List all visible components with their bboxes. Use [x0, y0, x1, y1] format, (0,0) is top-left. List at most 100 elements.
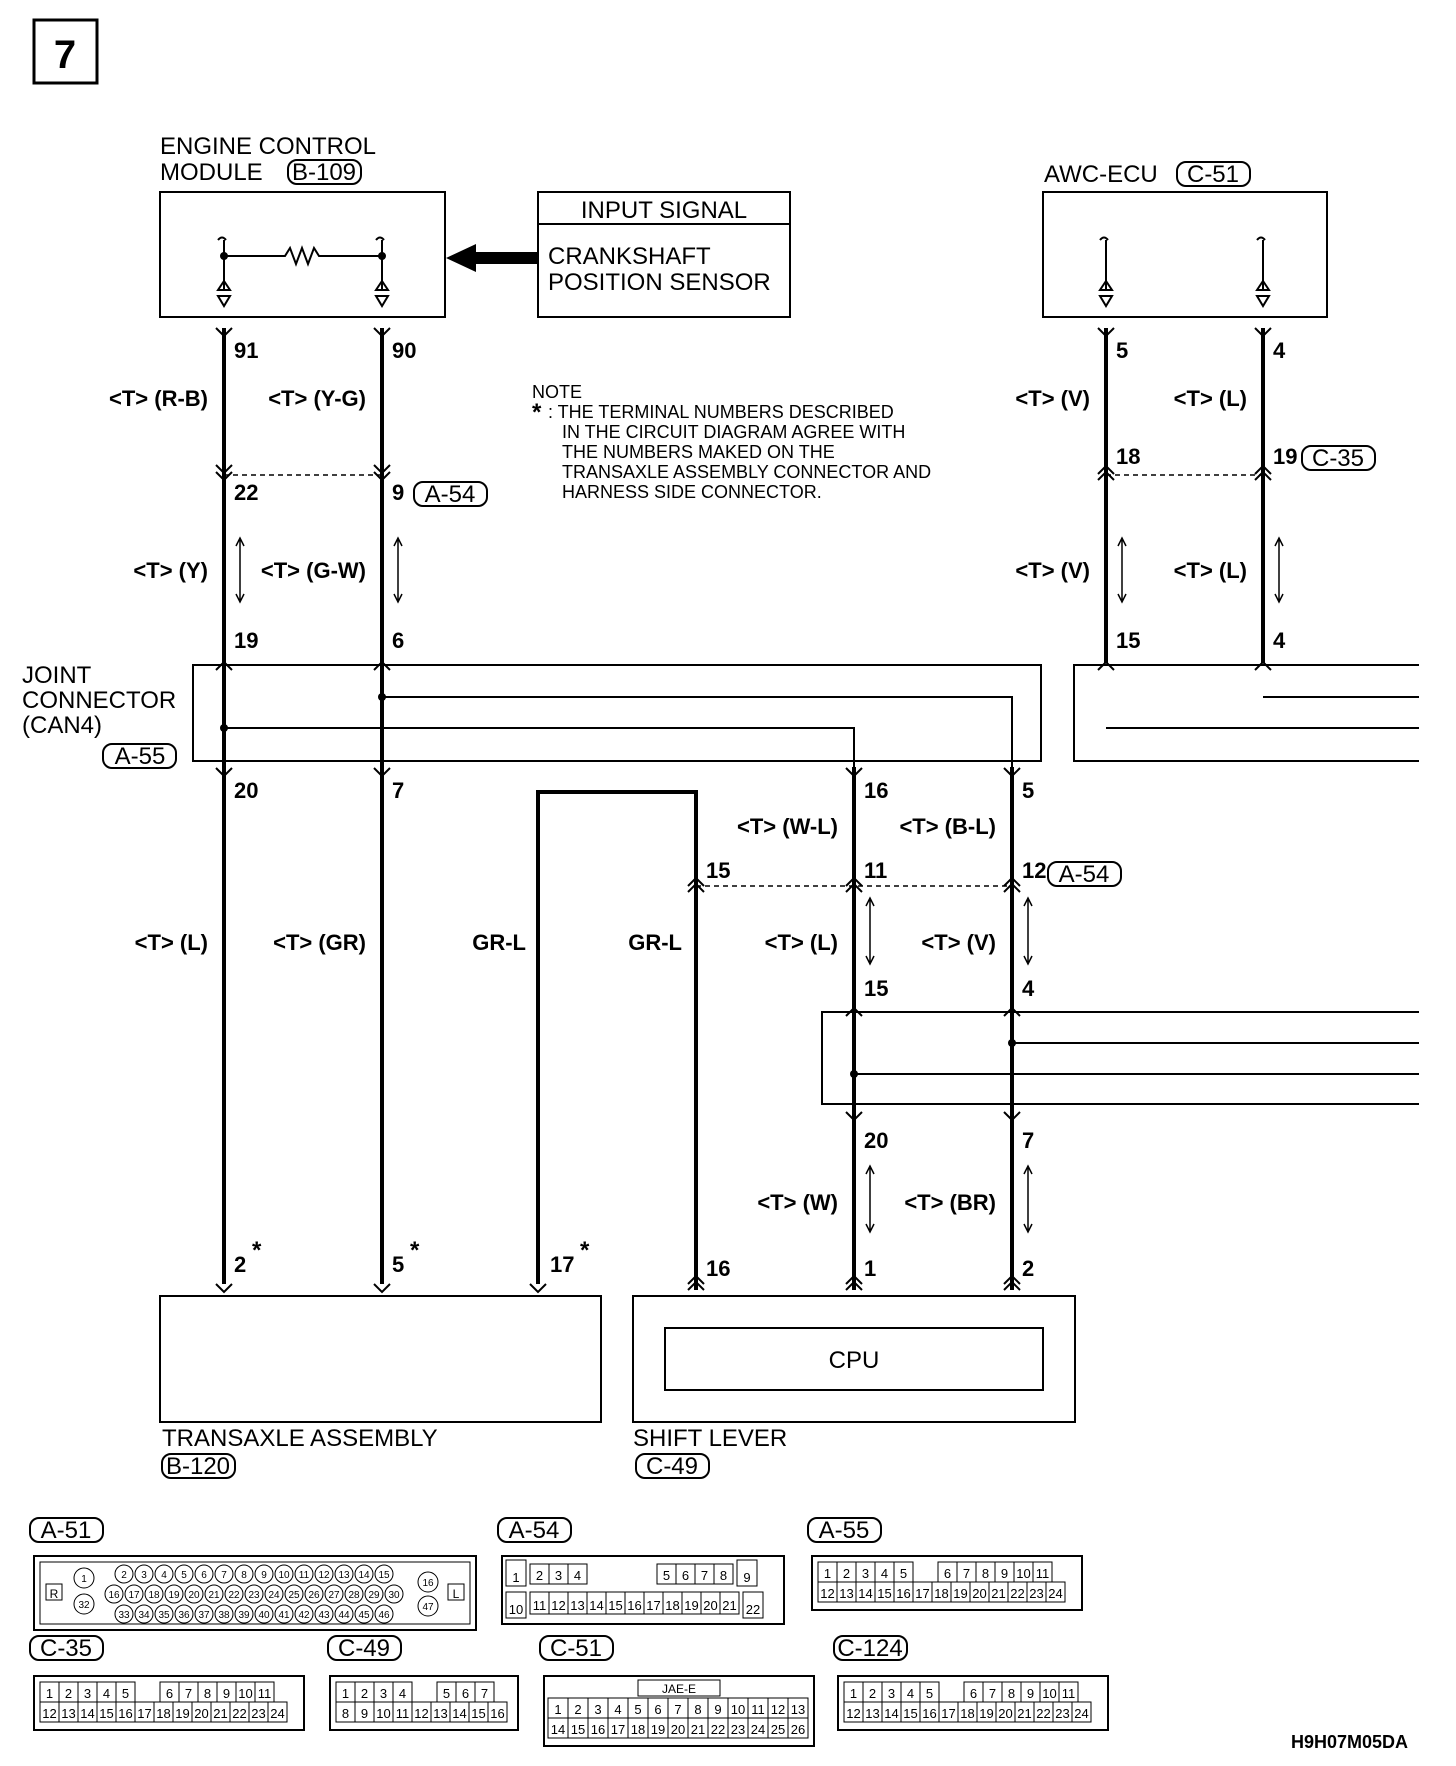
svg-text:3: 3	[594, 1702, 601, 1717]
diagram-code: H9H07M05DA	[1291, 1732, 1408, 1752]
ecm-title-line1: ENGINE CONTROL	[160, 133, 376, 160]
wire-color-labels: <T> (R-B) <T> (Y-G) <T> (Y) <T> (G-W) <T…	[109, 386, 1247, 1215]
svg-text:1: 1	[512, 1570, 519, 1585]
input-signal-header: INPUT SIGNAL	[581, 197, 747, 224]
svg-text:6: 6	[682, 1568, 689, 1583]
svg-text:14: 14	[551, 1722, 565, 1737]
svg-text:24: 24	[751, 1722, 765, 1737]
svg-text:21: 21	[691, 1722, 705, 1737]
svg-text:<T> (Y): <T> (Y)	[133, 558, 208, 583]
svg-text:9: 9	[392, 480, 404, 505]
svg-text:9: 9	[1027, 1686, 1034, 1701]
svg-text:19: 19	[168, 1590, 180, 1601]
svg-text:C-35: C-35	[1312, 445, 1364, 472]
svg-text:22: 22	[232, 1706, 246, 1721]
svg-text:19: 19	[684, 1598, 698, 1613]
svg-text:9: 9	[743, 1570, 750, 1585]
svg-text:15: 15	[471, 1706, 485, 1721]
shift-lever: CPU SHIFT LEVER C-49	[632, 1295, 1076, 1480]
svg-text:C-51: C-51	[550, 1635, 602, 1662]
svg-text:18: 18	[631, 1722, 645, 1737]
svg-text:3: 3	[380, 1686, 387, 1701]
svg-text:5: 5	[663, 1568, 670, 1583]
svg-text:17: 17	[915, 1586, 929, 1601]
svg-text:26: 26	[308, 1590, 320, 1601]
awc-connector-badge	[1176, 161, 1251, 187]
svg-text:22: 22	[1036, 1706, 1050, 1721]
svg-text:8: 8	[694, 1702, 701, 1717]
svg-text:12: 12	[820, 1586, 834, 1601]
svg-text:14: 14	[452, 1706, 466, 1721]
svg-text:5: 5	[1022, 778, 1034, 803]
svg-text:13: 13	[570, 1598, 584, 1613]
svg-text:<T> (B-L): <T> (B-L)	[899, 814, 996, 839]
svg-text:2: 2	[843, 1566, 850, 1581]
svg-text:20: 20	[998, 1706, 1012, 1721]
awc-title: AWC-ECU	[1044, 161, 1158, 188]
wires	[222, 328, 1265, 1290]
svg-text:16: 16	[422, 1578, 434, 1589]
input-signal-line2: POSITION SENSOR	[548, 269, 771, 296]
svg-text:47: 47	[422, 1602, 434, 1613]
svg-text:90: 90	[392, 338, 416, 363]
svg-text:12: 12	[551, 1598, 565, 1613]
svg-text:8: 8	[982, 1566, 989, 1581]
svg-text:A-54: A-54	[425, 481, 476, 508]
svg-text:2: 2	[1022, 1256, 1034, 1281]
svg-text:10: 10	[731, 1702, 745, 1717]
svg-text:13: 13	[61, 1706, 75, 1721]
svg-text:L: L	[453, 1587, 460, 1601]
svg-text:12: 12	[1022, 858, 1046, 883]
svg-text:22: 22	[234, 480, 258, 505]
svg-text:16: 16	[118, 1706, 132, 1721]
svg-text:19: 19	[1273, 444, 1297, 469]
svg-text:C-49: C-49	[646, 1453, 698, 1480]
svg-text:11: 11	[1062, 1686, 1076, 1701]
svg-text:NOTE: NOTE	[532, 382, 582, 402]
awc-box	[1042, 191, 1328, 318]
svg-text:21: 21	[722, 1598, 736, 1613]
svg-text:15: 15	[99, 1706, 113, 1721]
svg-text:16: 16	[490, 1706, 504, 1721]
svg-text:23: 23	[731, 1722, 745, 1737]
svg-text:4: 4	[103, 1686, 110, 1701]
svg-text:4: 4	[907, 1686, 914, 1701]
svg-text:22: 22	[711, 1722, 725, 1737]
svg-text:11: 11	[299, 1570, 310, 1581]
svg-text:40: 40	[258, 1610, 270, 1621]
svg-text:5: 5	[443, 1686, 450, 1701]
svg-text:21: 21	[208, 1590, 220, 1601]
svg-text:13: 13	[791, 1702, 805, 1717]
svg-text:2: 2	[869, 1686, 876, 1701]
svg-text:16: 16	[591, 1722, 605, 1737]
connector-tags: A-54 A-54 C-35	[413, 445, 1376, 888]
svg-text:9: 9	[223, 1686, 230, 1701]
svg-text:<T> (R-B): <T> (R-B)	[109, 386, 208, 411]
shield-arrows	[235, 536, 1284, 1234]
svg-text:2: 2	[65, 1686, 72, 1701]
ecm-box	[159, 191, 446, 318]
svg-text:15: 15	[378, 1570, 390, 1581]
svg-text:9: 9	[361, 1706, 368, 1721]
awc-terminals	[1098, 236, 1271, 308]
svg-text:19: 19	[651, 1722, 665, 1737]
svg-text:18: 18	[148, 1590, 160, 1601]
svg-text:37: 37	[198, 1610, 210, 1621]
svg-text:25: 25	[288, 1590, 300, 1601]
svg-text:SHIFT LEVER: SHIFT LEVER	[633, 1425, 787, 1452]
note-block: NOTE * : THE TERMINAL NUMBERS DESCRIBED …	[532, 382, 931, 502]
svg-text:C-49: C-49	[338, 1635, 390, 1662]
svg-text:GR-L: GR-L	[628, 930, 682, 955]
svg-text:4: 4	[574, 1568, 581, 1583]
svg-text:(CAN4): (CAN4)	[22, 712, 102, 739]
svg-text:*: *	[410, 1237, 420, 1264]
svg-text:24: 24	[1048, 1586, 1062, 1601]
svg-text:4: 4	[1273, 628, 1286, 653]
svg-text:10: 10	[278, 1570, 290, 1581]
svg-text:4: 4	[1022, 976, 1035, 1001]
svg-text:6: 6	[462, 1686, 469, 1701]
svg-text:21: 21	[991, 1586, 1005, 1601]
svg-text:17: 17	[941, 1706, 955, 1721]
svg-text:11: 11	[1036, 1566, 1050, 1581]
svg-text:7: 7	[392, 778, 404, 803]
